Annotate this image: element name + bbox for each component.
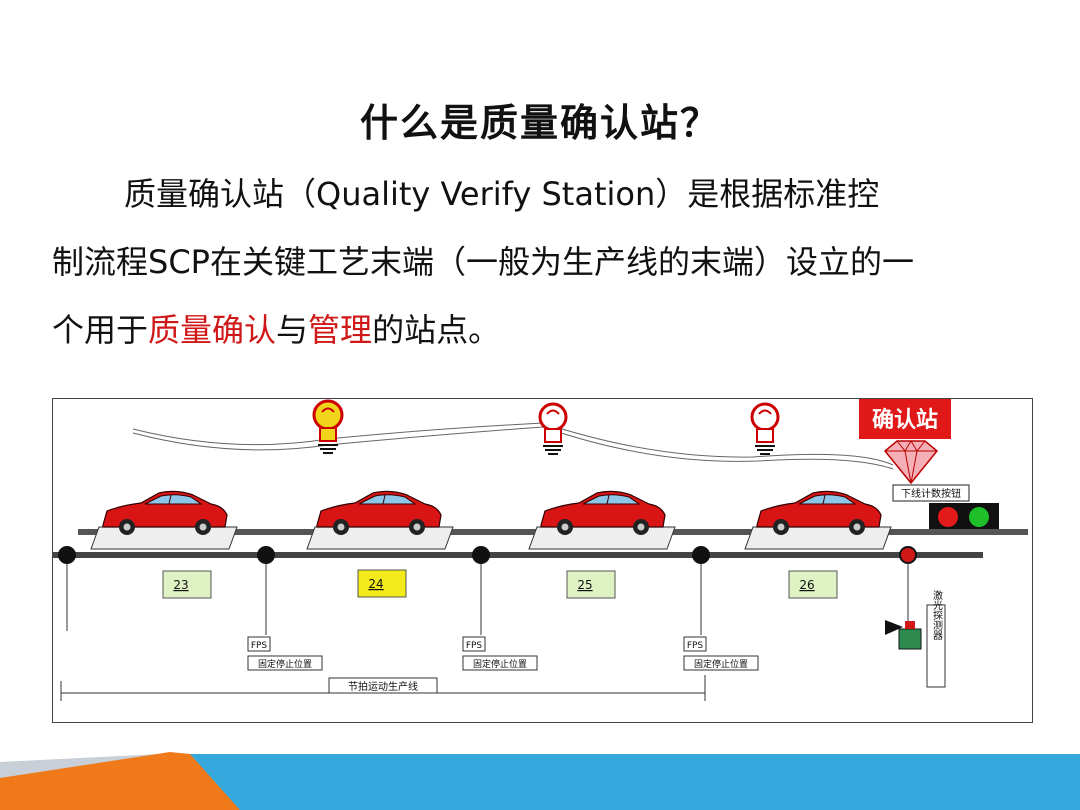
lamp-off-icon	[750, 402, 780, 456]
highlight-quality-verify: 质量确认	[148, 311, 277, 349]
station-number: 23	[173, 578, 188, 592]
station-label: 确认站	[872, 407, 938, 433]
footer-band-blue	[190, 754, 1080, 810]
stop-position-label: 固定停止位置	[473, 658, 527, 670]
sensor-label: 激光探测器	[931, 589, 943, 641]
station-label-box	[859, 399, 951, 439]
stop-position-label: 固定停止位置	[258, 658, 312, 670]
station-number: 26	[799, 578, 814, 592]
sensor-light	[905, 621, 915, 629]
line-node	[257, 546, 275, 564]
line-label: 节拍运动生产线	[348, 680, 418, 693]
text-span: 的站点。	[372, 311, 501, 349]
line-node	[58, 546, 76, 564]
fps-label: FPS	[251, 641, 268, 651]
footer-band-orange	[0, 752, 260, 810]
station-box-active	[357, 569, 407, 598]
line-node	[692, 546, 710, 564]
stop-position-box	[683, 655, 759, 671]
counter-button-label: 下线计数按钮	[901, 487, 961, 500]
paragraph-line-2: 制流程SCP在关键工艺末端（一般为生产线的末端）设立的一	[52, 243, 914, 281]
signal-red-icon	[938, 507, 958, 527]
stop-position-box	[247, 655, 323, 671]
pallet	[744, 526, 892, 550]
station-box	[788, 570, 838, 599]
lamp-on-icon	[312, 399, 344, 455]
pallet	[528, 526, 676, 550]
station-box	[566, 570, 616, 599]
sensor-label-box	[926, 604, 946, 688]
fps-box	[247, 636, 271, 652]
counter-button-box	[892, 484, 970, 502]
pallet	[306, 526, 454, 550]
slide-title: 什么是质量确认站？	[359, 101, 720, 145]
production-line-diagram: 确认站 下线计数按钮	[52, 398, 1033, 723]
fps-box	[683, 636, 707, 652]
text-span: 个用于	[52, 311, 149, 349]
signal-green-icon	[969, 507, 989, 527]
footer-decoration	[0, 752, 1080, 810]
sensor-node	[899, 546, 917, 564]
wire	[132, 422, 894, 466]
station-box	[162, 570, 212, 599]
pallet	[90, 526, 238, 550]
paragraph-line-1: 质量确认站（Quality Verify Station）是根据标准控	[124, 175, 880, 213]
paragraph-line-3: 个用于质量确认与管理的站点。	[52, 296, 1032, 364]
fps-box	[462, 636, 486, 652]
fps-label: FPS	[687, 641, 704, 651]
diagram-canvas: 确认站 下线计数按钮	[53, 399, 1028, 701]
diamond-icon	[883, 440, 939, 485]
stop-position-box	[462, 655, 538, 671]
station-number: 24	[368, 577, 383, 591]
text-span: 与	[276, 311, 309, 349]
sensor-beam-icon	[885, 620, 903, 635]
fps-label: FPS	[466, 641, 483, 651]
line-label-box	[328, 677, 438, 694]
wire	[132, 426, 894, 470]
highlight-management: 管理	[308, 311, 373, 349]
sensor-body	[898, 628, 922, 650]
line-node	[472, 546, 490, 564]
stop-position-label: 固定停止位置	[694, 658, 748, 670]
station-number: 25	[577, 578, 592, 592]
